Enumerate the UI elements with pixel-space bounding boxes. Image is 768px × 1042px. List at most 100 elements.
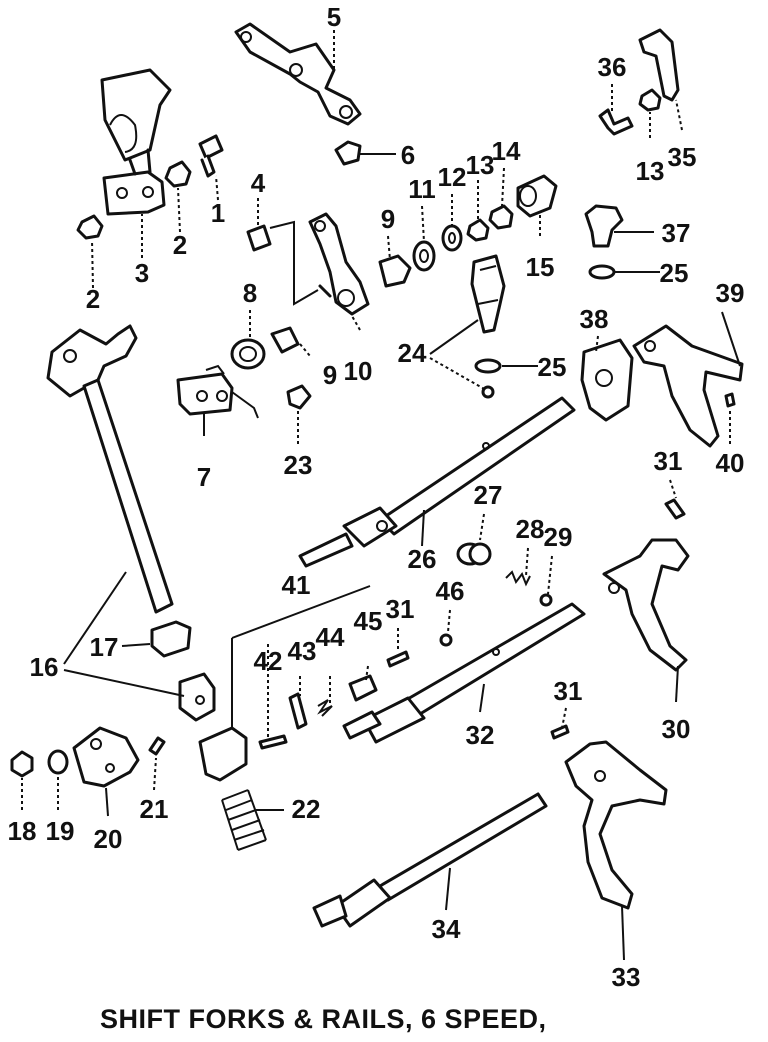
callout-21: 21 bbox=[140, 794, 169, 824]
callout-12: 12 bbox=[438, 162, 467, 192]
part-44-spring bbox=[317, 699, 333, 717]
leader-lines bbox=[21, 30, 741, 961]
part-21-pin bbox=[148, 736, 166, 756]
part-23-bolt bbox=[286, 384, 312, 410]
part-27-spring bbox=[456, 542, 492, 566]
callout-5: 5 bbox=[327, 2, 341, 32]
callout-39: 39 bbox=[716, 278, 745, 308]
callout-27: 27 bbox=[474, 480, 503, 510]
callout-33: 33 bbox=[612, 962, 641, 992]
callout-45: 45 bbox=[354, 606, 383, 636]
part-43-pin bbox=[288, 692, 308, 730]
part-2-nut-left bbox=[76, 214, 104, 240]
callout-38: 38 bbox=[580, 304, 609, 334]
callout-13-center: 13 bbox=[466, 150, 495, 180]
callout-30: 30 bbox=[662, 714, 691, 744]
part-16-block bbox=[178, 672, 216, 722]
callout-2-left: 2 bbox=[86, 284, 100, 314]
part-24-switch bbox=[470, 254, 506, 334]
part-9-bushing-upper bbox=[378, 254, 412, 288]
callout-31-lower: 31 bbox=[554, 676, 583, 706]
part-33-fork bbox=[564, 740, 668, 910]
callout-7: 7 bbox=[197, 462, 211, 492]
callout-11: 11 bbox=[408, 174, 436, 204]
part-14-nut bbox=[488, 204, 514, 230]
part-13-nut-center bbox=[466, 218, 490, 242]
callout-22: 22 bbox=[292, 794, 321, 824]
callout-32: 32 bbox=[466, 720, 495, 750]
callout-numbers: 2 2 3 1 4 5 6 7 8 9 9 10 11 12 13 13 14 … bbox=[8, 2, 745, 992]
part-13-nut-right bbox=[638, 88, 662, 112]
part-20-bracket bbox=[72, 726, 140, 788]
callout-41: 41 bbox=[282, 570, 311, 600]
part-37-plug bbox=[584, 204, 624, 248]
callout-18: 18 bbox=[8, 816, 37, 846]
part-39-fork bbox=[632, 324, 744, 448]
part-10-selector-lever bbox=[308, 212, 370, 316]
callout-28: 28 bbox=[516, 514, 545, 544]
callout-9-lower: 9 bbox=[323, 360, 337, 390]
part-31-pin-upper bbox=[664, 498, 686, 520]
part-5-lever bbox=[234, 22, 362, 126]
part-38-block bbox=[580, 338, 634, 422]
part-45-plunger bbox=[348, 674, 378, 702]
callout-26: 26 bbox=[408, 544, 437, 574]
callout-3: 3 bbox=[135, 258, 149, 288]
callout-31-middle: 31 bbox=[386, 594, 415, 624]
part-34-rail bbox=[312, 792, 548, 928]
part-1-bolt bbox=[198, 134, 224, 178]
callout-6: 6 bbox=[401, 140, 415, 170]
part-40-pin bbox=[724, 392, 736, 408]
callout-4: 4 bbox=[251, 168, 266, 198]
callout-20: 20 bbox=[94, 824, 123, 854]
part-35-bracket bbox=[638, 28, 680, 102]
part-36-bolt bbox=[598, 108, 634, 136]
part-32-rail bbox=[342, 602, 586, 744]
callout-19: 19 bbox=[46, 816, 75, 846]
diagram-caption: SHIFT FORKS & RAILS, 6 SPEED, bbox=[100, 1004, 547, 1034]
part-41-block bbox=[198, 726, 248, 782]
callout-46: 46 bbox=[436, 576, 465, 606]
callout-1: 1 bbox=[211, 198, 225, 228]
part-16-shift-shaft bbox=[46, 324, 174, 614]
callout-17: 17 bbox=[90, 632, 119, 662]
callout-8: 8 bbox=[243, 278, 257, 308]
callout-14: 14 bbox=[492, 136, 521, 166]
part-30-fork bbox=[602, 538, 690, 672]
callout-44: 44 bbox=[316, 622, 345, 652]
callout-25-upper: 25 bbox=[660, 258, 689, 288]
callout-24: 24 bbox=[398, 338, 427, 368]
callout-25-lower: 25 bbox=[538, 352, 567, 382]
callout-36: 36 bbox=[598, 52, 627, 82]
callout-42: 42 bbox=[254, 646, 283, 676]
callout-40: 40 bbox=[716, 448, 745, 478]
part-11-washer bbox=[412, 240, 436, 272]
callout-23: 23 bbox=[284, 450, 313, 480]
part-26-rail bbox=[298, 396, 576, 568]
part-3-bracket bbox=[100, 68, 172, 216]
part-7-bracket bbox=[176, 364, 234, 416]
part-31-pin-middle bbox=[386, 650, 410, 668]
part-29-ball bbox=[539, 593, 553, 607]
callout-35: 35 bbox=[668, 142, 697, 172]
part-2-nut-upper bbox=[164, 160, 192, 188]
part-15-cap bbox=[516, 174, 558, 218]
callout-15: 15 bbox=[526, 252, 555, 282]
callout-37: 37 bbox=[662, 218, 691, 248]
callout-34: 34 bbox=[432, 914, 461, 944]
part-24-ball bbox=[481, 385, 495, 399]
part-12-washer bbox=[441, 224, 463, 252]
part-6-clip bbox=[334, 140, 362, 166]
callout-31-upper: 31 bbox=[654, 446, 683, 476]
part-31-pin-lower bbox=[550, 724, 570, 740]
part-4-bushing bbox=[246, 224, 272, 252]
part-46-ball bbox=[439, 633, 453, 647]
part-19-washer bbox=[47, 749, 69, 775]
part-42-pin bbox=[258, 734, 288, 750]
part-18-nut bbox=[10, 750, 34, 778]
callout-29: 29 bbox=[544, 522, 573, 552]
part-25-oring-upper bbox=[588, 264, 616, 280]
callout-2-upper: 2 bbox=[173, 230, 187, 260]
callout-16: 16 bbox=[30, 652, 59, 682]
